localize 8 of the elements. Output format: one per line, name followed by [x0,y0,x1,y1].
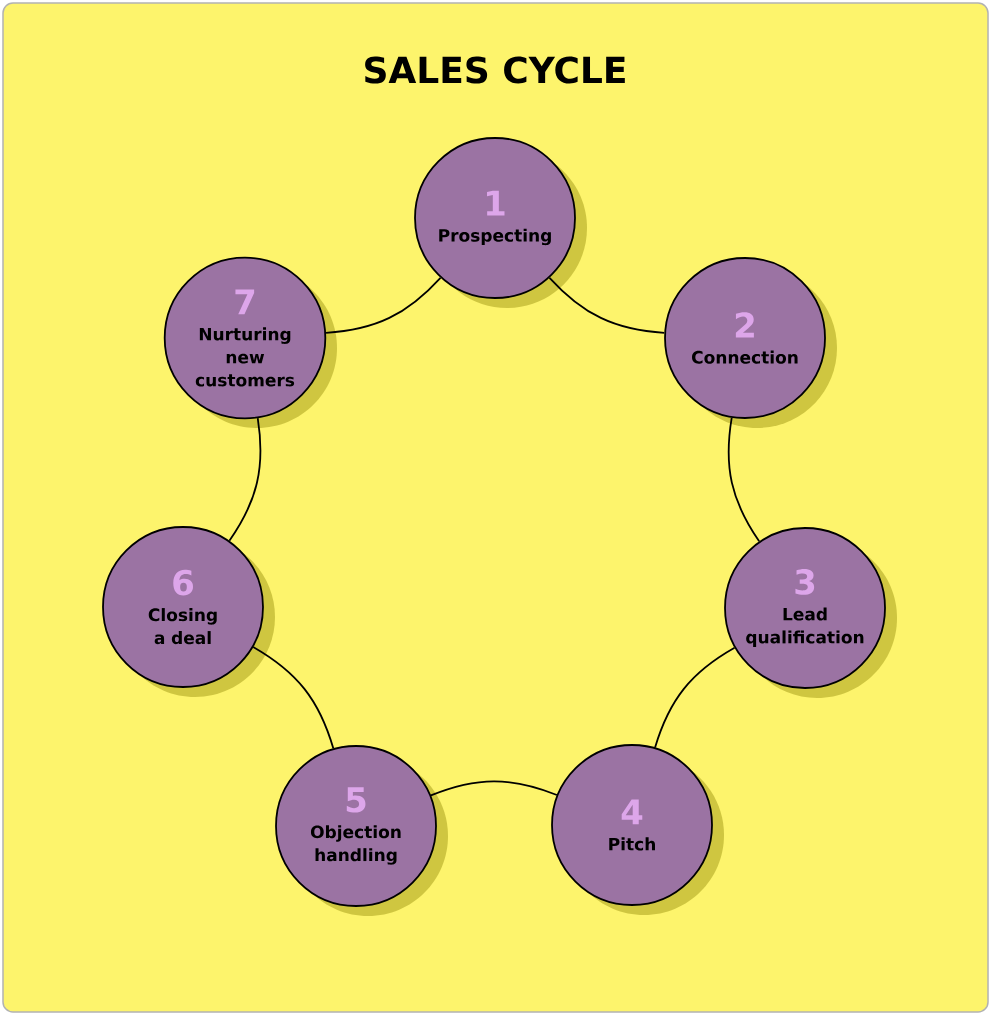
connector-line [252,646,335,750]
connector-line [228,417,262,542]
connector-line [325,276,442,334]
connector-line [548,276,666,334]
connector-line [654,646,736,749]
connector-line [727,416,761,543]
connector-line [430,780,558,797]
title: SALES CYCLE [365,56,625,84]
